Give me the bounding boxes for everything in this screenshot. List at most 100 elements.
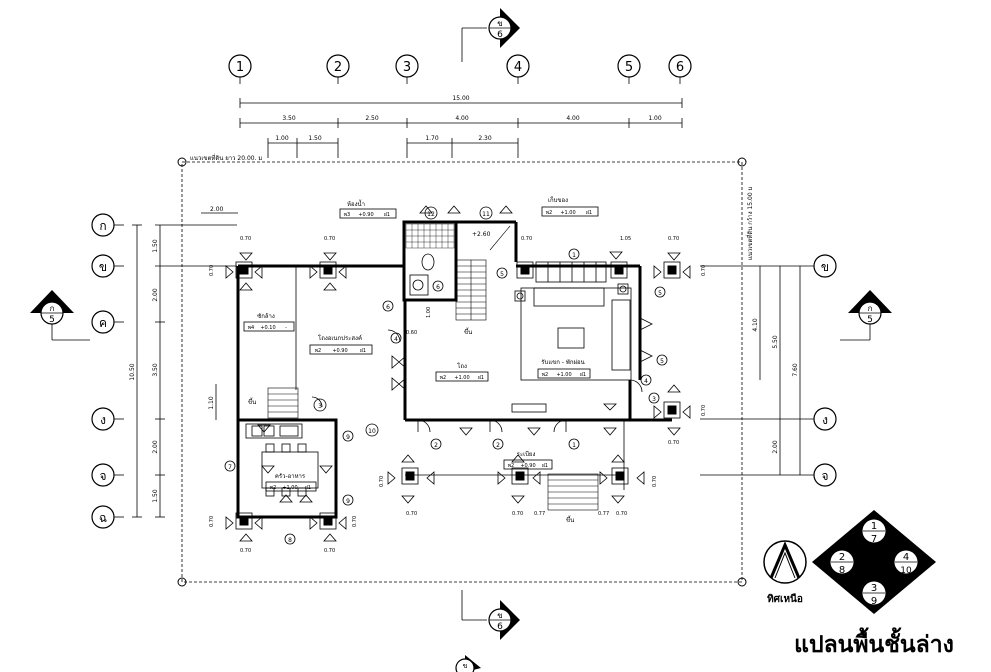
misc-dimensions: 0.70 0.70 0.70 0.70 1.05 0.70 0.70 0.70 … [209, 236, 707, 554]
room-code: พ4 [248, 325, 254, 331]
legend-cell: 4 [903, 552, 909, 563]
room-code: พ2 [508, 463, 514, 469]
elevation-key-legend: 1 7 2 8 4 10 3 9 [812, 510, 936, 614]
room-name: รับแขก - พักผ่อน [541, 359, 584, 366]
boundary-right-label: แนวเขตที่ดิน กว้าง 15.00 ม [746, 186, 754, 260]
room-ceiling: ฝ1 [305, 485, 311, 491]
legend-cell: 9 [871, 596, 877, 607]
room-ceiling: ฝ1 [542, 463, 548, 469]
section-letter: ข [463, 662, 468, 670]
dim-left-span: 3.50 [152, 363, 159, 377]
dim-misc: 0.70 [209, 265, 215, 276]
room-code: พ2 [315, 348, 321, 354]
dim-misc: 1.05 [620, 236, 631, 242]
dim-left-span: 2.00 [152, 440, 159, 454]
tag: 7 [228, 464, 232, 471]
room-level: +0.10 [260, 325, 275, 331]
room-name: ระเบียง [517, 450, 536, 458]
dim-misc: 0.70 [616, 511, 627, 517]
tag: 11 [482, 211, 490, 218]
grid-row-label: ง [100, 413, 106, 427]
dim-misc: 0.70 [240, 236, 251, 242]
bathroom-tile [405, 223, 455, 296]
section-number: 6 [497, 30, 503, 40]
dim-misc: 0.70 [406, 511, 417, 517]
tag: 8 [288, 537, 292, 544]
section-marker-top: ข 6 [461, 8, 520, 62]
dim-misc: 0.70 [379, 476, 385, 487]
boundary-pin [177, 157, 187, 167]
dim-misc: 0.70 [701, 265, 707, 276]
room-label-storage: เก็บของ พ2 +1.00 ฝ1 [541, 195, 599, 217]
tag: 1 [572, 442, 576, 449]
tag: 12 [427, 211, 435, 218]
left-dimensions: 10.50 1.50 2.00 3.50 2.00 1.50 2.00 1.10 [129, 206, 238, 518]
room-label-bathroom: ห้องน้ำ พ3 +0.90 ฝ1 [339, 198, 397, 219]
boundary-top-label: แนวเขตที่ดิน ยาว 20.00. ม [190, 154, 262, 162]
boundary-pin [737, 157, 747, 167]
legend-cell: 3 [871, 583, 877, 594]
dim-misc: 0.70 [512, 511, 523, 517]
section-marker-right: ก 5 [840, 290, 892, 341]
legend-cell: 2 [839, 552, 845, 563]
tag: 5 [660, 358, 664, 365]
room-label-multipurpose: โถงอเนกประสงค์ พ2 +0.90 ฝ1 [309, 334, 373, 355]
tag: 2 [496, 442, 500, 449]
tag: 6 [436, 284, 440, 291]
section-number: 6 [497, 622, 503, 632]
tag: 9 [346, 434, 350, 441]
tag: 6 [386, 304, 390, 311]
tag: 3 [652, 396, 656, 403]
stair-up-label: ขึ้น [566, 514, 574, 524]
boundary-pin [737, 577, 747, 587]
section-number: 5 [49, 315, 55, 325]
grid-row-label: ค [99, 316, 107, 330]
room-name: โถงอเนกประสงค์ [318, 334, 362, 342]
room-code: พ2 [440, 375, 446, 381]
dim-misc: 0.70 [352, 516, 358, 527]
top-grid-bubbles: 1 2 3 4 5 6 [228, 54, 692, 84]
room-level: +1.00 [282, 485, 297, 491]
grid-col-label: 5 [625, 60, 633, 75]
left-grid-bubbles: ก ข ค ง จ ฉ [91, 213, 124, 529]
section-letter: ก [50, 304, 55, 313]
north-label: ทิศเหนือ [767, 593, 803, 605]
section-marker-left: ก 5 [30, 290, 90, 341]
dim-misc: 0.70 [324, 236, 335, 242]
room-label-porch: ระเบียง พ2 +0.90 ฝ1 [503, 450, 553, 470]
section-letter: ก [868, 304, 873, 313]
grid-col-label: 2 [334, 60, 342, 75]
room-ceiling: ฝ1 [384, 212, 390, 218]
grid-row-label: ก [99, 219, 106, 233]
stair-up-label: ขึ้น [464, 326, 472, 336]
legend-cell: 7 [871, 534, 877, 545]
room-level: +1.00 [560, 210, 575, 216]
tag: 4 [394, 336, 398, 343]
building-walls [236, 220, 672, 519]
dim-left-sub: 1.10 [208, 396, 215, 410]
dim-misc: 0.70 [209, 516, 215, 527]
grid-row-label: ข [821, 260, 829, 274]
structural-columns [235, 261, 681, 530]
dim-span: 4.00 [455, 115, 469, 122]
grid-col-label: 4 [514, 60, 522, 75]
room-code: พ2 [270, 485, 276, 491]
grid-row-label: ง [822, 413, 828, 427]
tag: 1 [572, 252, 576, 259]
tag: 5 [658, 290, 662, 297]
tag: 9 [346, 498, 350, 505]
dim-sub: 1.00 [275, 135, 289, 142]
tag: 2 [434, 442, 438, 449]
room-name: เก็บของ [548, 195, 568, 204]
room-code: พ3 [344, 212, 350, 218]
room-label-laundry: ซักล้าง พ4 +0.10 - [243, 313, 295, 332]
dim-misc: 0.70 [668, 236, 679, 242]
dim-misc: 0.70 [668, 440, 679, 446]
grid-row-label: ฉ [99, 511, 107, 525]
right-grid-bubbles: ข ง จ 4.10 5.50 7.60 2.00 [700, 254, 837, 487]
stair-up-label: ขึ้น [248, 396, 256, 406]
grid-row-label: จ [821, 469, 828, 483]
staircase [267, 225, 599, 511]
grid-row-label: ข [99, 260, 107, 274]
